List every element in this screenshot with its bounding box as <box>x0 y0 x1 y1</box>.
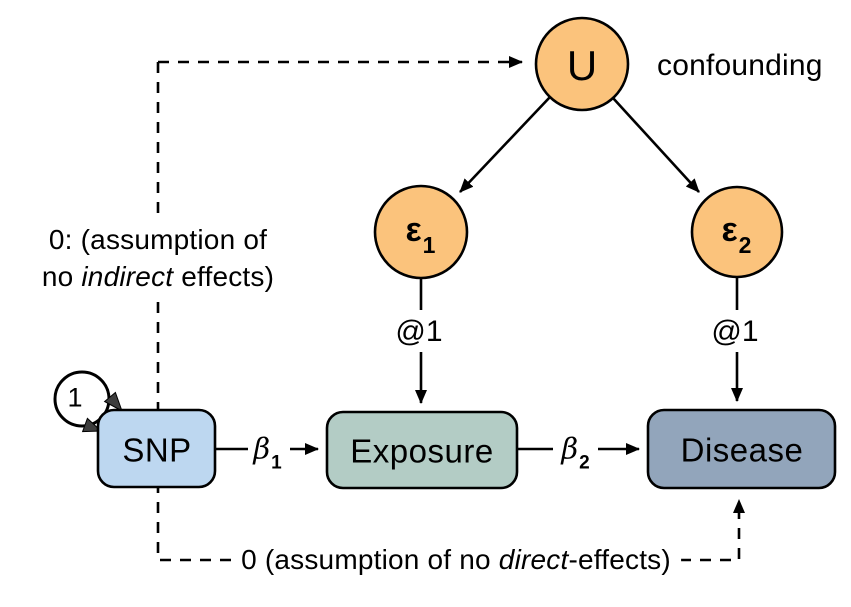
node-snp-label: SNP <box>122 431 192 469</box>
node-eps2-label: ε2 <box>721 211 752 256</box>
node-disease-box <box>646 408 837 490</box>
loop-arrowhead-left <box>81 417 103 433</box>
no-indirect-line1: 0: (assumption of <box>48 224 268 255</box>
edge-u-eps1 <box>459 96 551 193</box>
eps1-loading-label: @1 <box>395 315 443 348</box>
eps2-loading-label: @1 <box>711 315 759 348</box>
eps1-sub: 1 <box>422 231 436 258</box>
no-indirect-line2-pre: no <box>41 261 82 292</box>
node-u-label: U <box>566 42 598 89</box>
beta1-sub: 1 <box>271 452 282 474</box>
loop-arrowhead-top <box>103 391 123 413</box>
no-indirect-line2-post: effects) <box>173 261 275 292</box>
node-eps1-circle <box>373 184 469 280</box>
node-exposure-box <box>325 410 519 490</box>
beta2-base: β <box>561 431 579 466</box>
eps2-sub: 2 <box>738 231 752 258</box>
eps1-base: ε <box>405 211 422 250</box>
no-indirect-annotation: 0: (assumption of no indirect effects) <box>35 219 281 297</box>
node-eps1-label: ε1 <box>405 211 436 256</box>
eps2-base: ε <box>721 211 738 250</box>
node-eps2-circle <box>690 185 784 279</box>
node-snp-box <box>96 408 217 489</box>
edge-beta2-label: β2 <box>561 431 590 474</box>
no-direct-pre: 0 (assumption of no <box>241 544 499 575</box>
edge-beta1-label: β1 <box>253 431 282 474</box>
no-direct-annotation: 0 (assumption of no direct-effects) <box>231 544 681 576</box>
no-direct-post: -effects) <box>568 544 671 575</box>
snp-variance-label: 1 <box>67 382 83 413</box>
node-exposure-label: Exposure <box>350 432 494 470</box>
confounding-annotation: confounding <box>657 49 823 82</box>
beta2-sub: 2 <box>579 452 590 474</box>
edge-u-eps2 <box>612 97 700 193</box>
no-indirect-italic: indirect <box>81 261 174 292</box>
node-disease-label: Disease <box>680 431 804 469</box>
no-direct-italic: direct <box>498 544 569 575</box>
beta1-base: β <box>253 431 271 466</box>
node-u-circle <box>534 16 630 112</box>
